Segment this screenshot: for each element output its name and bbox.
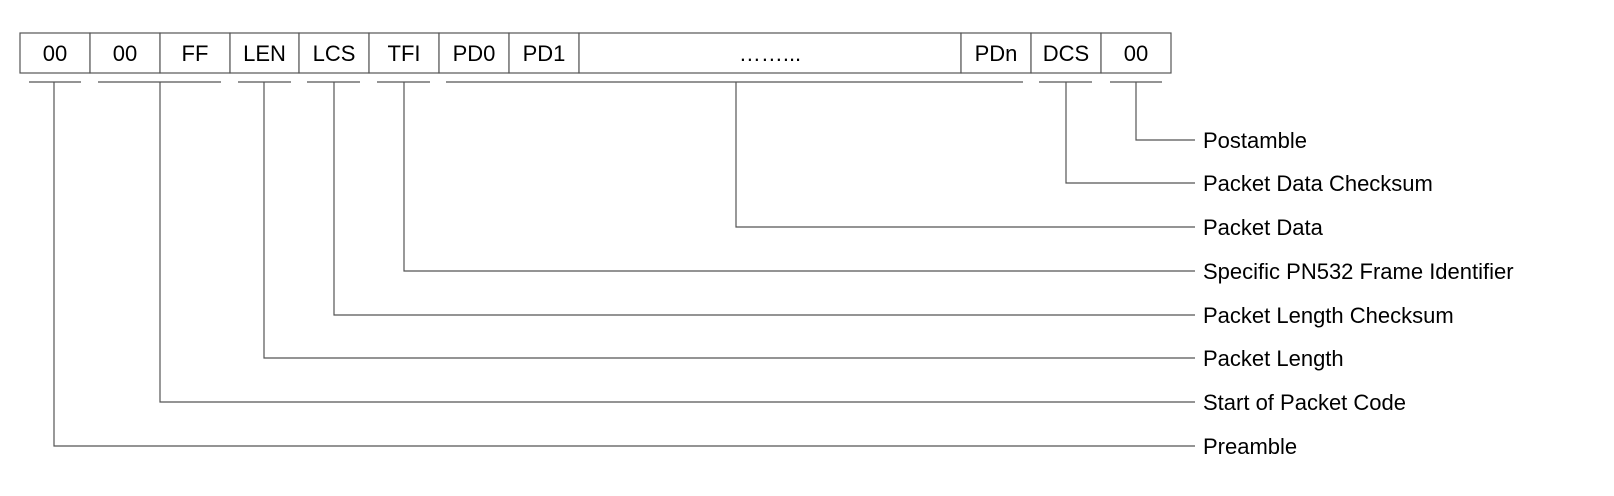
connector-line	[1135, 82, 1195, 141]
frame-cell-dcs: DCS	[1030, 32, 1102, 74]
frame-cell-box	[368, 32, 440, 74]
connector-packet-data	[735, 82, 1195, 228]
frame-cells: 00 00 FF LEN LCS TFI PD0 PD1 ……... PDn DCS 00	[19, 32, 1172, 74]
connector-packet-data-checksum	[1065, 82, 1195, 184]
frame-cell-text: 00	[1124, 41, 1148, 66]
frame-cell-box	[89, 32, 161, 74]
frame-cell-text: FF	[182, 41, 209, 66]
frame-cell-pre2: 00	[89, 32, 161, 74]
frame-cell-text: 00	[43, 41, 67, 66]
connector-packet-length	[263, 82, 1195, 359]
label-packet-data-checksum: Packet Data Checksum	[1203, 171, 1433, 196]
label-start-code: Start of Packet Code	[1203, 390, 1406, 415]
frame-cell-text: PD0	[453, 41, 496, 66]
connector-line	[735, 82, 1195, 228]
connector-line	[1065, 82, 1195, 184]
frame-cell-pdn: PDn	[960, 32, 1032, 74]
frame-cell-dots: ……...	[578, 32, 962, 74]
frame-cell-box	[159, 32, 231, 74]
frame-cell-text: 00	[113, 41, 137, 66]
connector-lines	[29, 81, 1195, 447]
label-frame-identifier: Specific PN532 Frame Identifier	[1203, 259, 1514, 284]
frame-cell-text: LEN	[243, 41, 286, 66]
frame-cell-text: PD1	[523, 41, 566, 66]
frame-cell-tfi: TFI	[368, 32, 440, 74]
label-packet-length: Packet Length	[1203, 346, 1344, 371]
frame-cell-len: LEN	[229, 32, 300, 74]
frame-cell-text: TFI	[388, 41, 421, 66]
connector-packet-length-checksum	[333, 82, 1195, 316]
frame-cell-box	[578, 32, 962, 74]
connector-postamble	[1135, 82, 1195, 141]
frame-cell-box	[1100, 32, 1172, 74]
frame-cell-box	[508, 32, 580, 74]
connector-line	[263, 82, 1195, 359]
frame-cell-text: LCS	[313, 41, 356, 66]
frame-cell-post: 00	[1100, 32, 1172, 74]
connector-line	[403, 82, 1195, 272]
frame-cell-box	[960, 32, 1032, 74]
frame-cell-lcs: LCS	[298, 32, 370, 74]
frame-cell-text: PDn	[975, 41, 1018, 66]
connector-line	[53, 82, 1195, 447]
frame-cell-box	[298, 32, 370, 74]
frame-cell-pre1: 00	[19, 32, 91, 74]
label-preamble: Preamble	[1203, 434, 1297, 459]
connector-preamble	[53, 82, 1195, 447]
frame-cell-pd1: PD1	[508, 32, 580, 74]
label-packet-data: Packet Data	[1203, 215, 1324, 240]
connector-line	[333, 82, 1195, 316]
connector-line	[159, 82, 1195, 403]
frame-cell-box	[438, 32, 510, 74]
frame-cell-pd0: PD0	[438, 32, 510, 74]
frame-cell-ff: FF	[159, 32, 231, 74]
label-postamble: Postamble	[1203, 128, 1307, 153]
frame-cell-text: DCS	[1043, 41, 1089, 66]
connector-frame-identifier	[403, 82, 1195, 272]
frame-cell-text: ……...	[739, 41, 801, 66]
connector-start-code	[159, 82, 1195, 403]
label-packet-length-checksum: Packet Length Checksum	[1203, 303, 1454, 328]
frame-cell-box	[19, 32, 91, 74]
